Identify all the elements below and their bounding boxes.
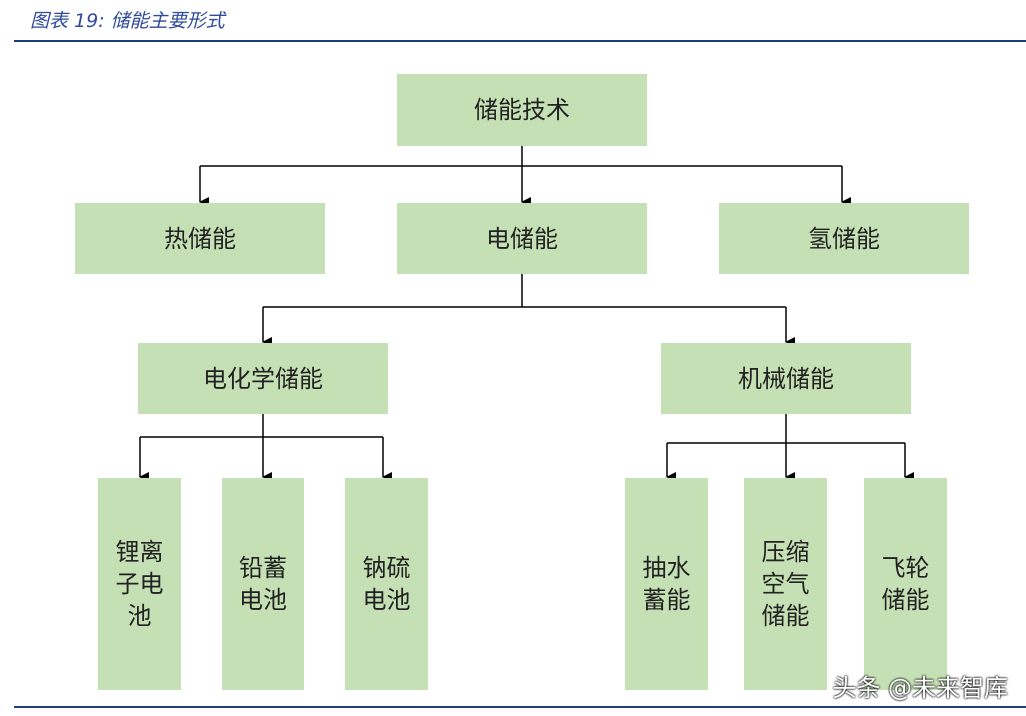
node-electrochemical: 电化学储能	[138, 343, 388, 414]
node-lead-acid: 铅蓄电池	[222, 478, 304, 690]
node-hydrogen: 氢储能	[719, 203, 969, 274]
node-mechanical: 机械储能	[661, 343, 911, 414]
node-pumped-hydro: 抽水蓄能	[625, 478, 708, 690]
node-thermal: 热储能	[75, 203, 325, 274]
figure-title: 图表 19: 储能主要形式	[30, 10, 225, 32]
node-lithium-ion: 锂离子电池	[98, 478, 181, 690]
watermark: 头条 @未来智库	[832, 674, 1008, 702]
node-flywheel: 飞轮储能	[864, 478, 947, 690]
top-rule	[14, 40, 1026, 42]
node-compressed-air: 压缩空气储能	[744, 478, 827, 690]
node-sodium-sulfur: 钠硫电池	[345, 478, 428, 690]
node-electric: 电储能	[397, 203, 647, 274]
node-root: 储能技术	[397, 74, 647, 146]
bottom-rule	[14, 706, 1026, 708]
